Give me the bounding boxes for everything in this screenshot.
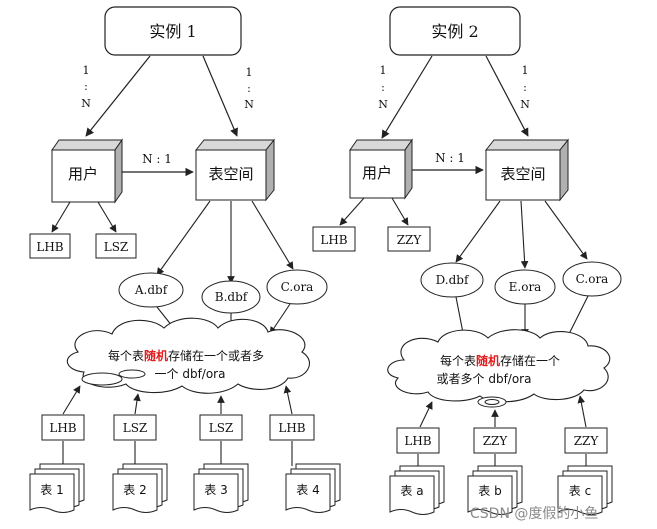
mult-left-n: N [81,97,91,110]
relation-label-1: N : 1 [142,152,172,166]
mult-left-colon: : [84,80,88,93]
datafile-label: C.ora [281,280,314,294]
owner-label: LHB [278,421,305,435]
owner-box [41,414,85,441]
mult-right-1: 1 [522,64,529,77]
table-stack: 表 b [467,465,523,515]
table-stack: 表 2 [112,463,168,513]
cloud-text-2: 每个表随机存储在一个 [440,353,560,368]
user-label-1: 用户 [68,165,98,183]
user-tag-box [387,226,431,252]
owner-label: LSZ [123,421,148,435]
relation-label-2: N : 1 [435,151,465,165]
cloud-text-2-line2: 或者多个 dbf/ora [437,372,532,386]
instance-2-box [389,6,521,56]
owner-label: LHB [49,421,76,435]
table-stack: 表 3 [193,463,249,513]
table-stack: 表 c [557,465,613,515]
user-label-2: 用户 [362,164,392,182]
user-tag-box [29,233,71,259]
table-label: 表 b [478,484,501,498]
user-cube-2: 用户 [349,138,413,200]
mult-right-n: N [244,98,254,111]
instance-2: 实例 2 1 : N 1 : N 用户 N : 1 表空间 LHB ZZY [312,6,622,515]
datafile-node [118,272,184,308]
owner-label: ZZY [574,434,600,448]
mult-left-colon: : [381,81,385,94]
table-label: 表 c [569,484,591,498]
owner-box [113,414,157,441]
user-tag: LHB [36,240,63,254]
table-label: 表 a [400,484,423,498]
mult-right-colon: : [247,82,251,95]
table-stack: 表 4 [285,463,341,513]
tablespace-label-1: 表空间 [208,165,253,183]
owner-box [199,414,243,441]
owner-box [564,427,608,454]
table-label: 表 4 [296,483,319,497]
instance-1: 实例 1 1 : N 1 : N 用户 N : 1 表空间 [29,6,341,513]
cloud-text-1-line2: 一个 dbf/ora [155,367,226,381]
datafile-label: C.ora [576,272,609,286]
datafile-label: D.dbf [436,273,470,287]
table-label: 表 3 [204,483,227,497]
owner-label: LSZ [209,421,234,435]
mult-left-n: N [378,98,388,111]
datafile-node [420,262,484,298]
datafile-node [266,269,328,305]
tablespace-label-2: 表空间 [500,165,545,183]
user-tag-box [95,233,137,259]
datafile-label: E.ora [509,280,542,294]
user-tag: ZZY [397,233,423,247]
table-label: 表 1 [40,483,63,497]
owner-box [396,427,440,454]
instance-1-title: 实例 1 [149,22,196,41]
owner-label: LHB [404,434,431,448]
datafile-label: A.dbf [134,283,169,297]
tablespace-cube-2: 表空间 [484,138,570,202]
mult-right-n: N [520,98,530,111]
mult-left-1: 1 [83,64,90,77]
datafile-label: B.dbf [215,290,249,304]
owner-label: ZZY [483,434,509,448]
mult-left-1: 1 [380,64,387,77]
instance-2-title: 实例 2 [431,22,478,41]
table-stack: 表 1 [29,463,85,513]
table-label: 表 2 [123,483,146,497]
mult-right-1: 1 [246,66,253,79]
storage-cloud-2 [387,329,611,403]
datafile-node [562,261,622,297]
table-stack: 表 a [389,465,445,515]
user-tag: LSZ [104,240,129,254]
cloud-text-1: 每个表随机存储在一个或者多 [108,348,264,363]
instance-1-box [104,6,242,56]
mult-right-colon: : [523,81,527,94]
owner-box [473,427,517,454]
arrow-instance1-tablespace [202,55,238,137]
owner-box [269,414,315,441]
user-tag-box [312,226,356,252]
tablespace-cube-1: 表空间 [194,138,276,202]
watermark-text: CSDN @度假的小鱼 [470,505,598,522]
user-cube-1: 用户 [51,138,123,204]
user-tag: LHB [320,233,347,247]
arrow-instance1-user [85,55,151,137]
